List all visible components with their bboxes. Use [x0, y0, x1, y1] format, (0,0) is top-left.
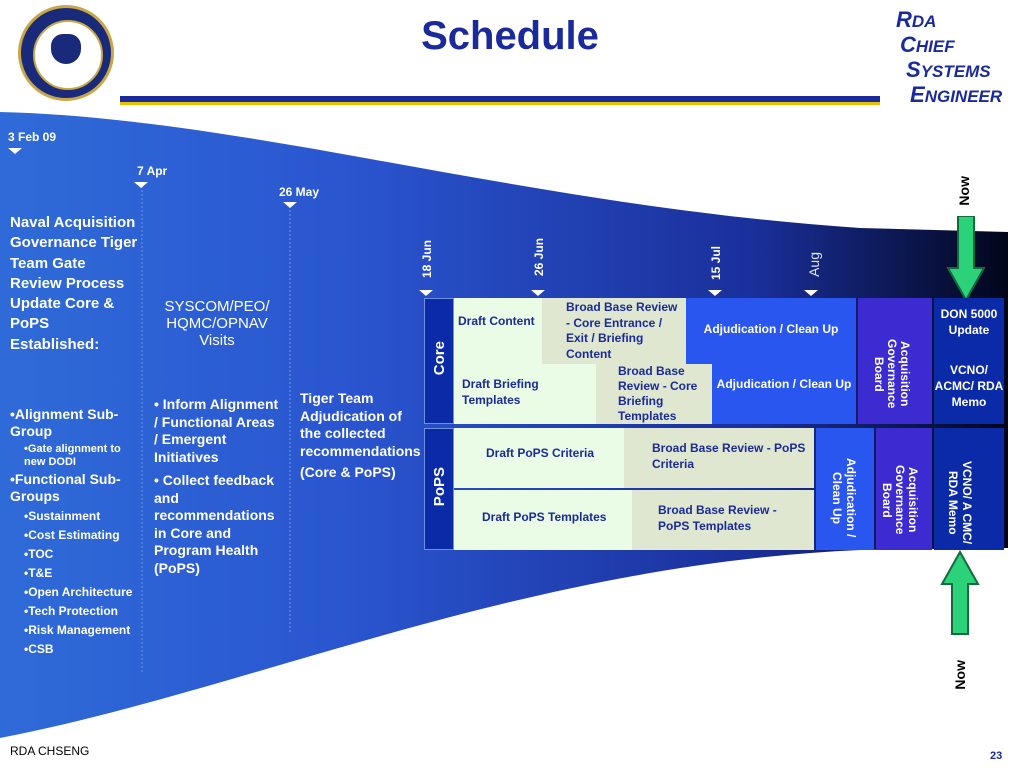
col2-bullet-collect: • Collect feedback and recommendations i…: [154, 472, 275, 576]
pops-draft-templates: Draft PoPS Templates: [454, 490, 632, 550]
pops-row-label: PoPS: [424, 428, 454, 550]
date-18-jun-marker: [419, 290, 433, 296]
core-adjudication-1: Adjudication / Clean Up: [686, 298, 856, 364]
date-aug: Aug: [806, 252, 822, 277]
col3-note: (Core & PoPS): [300, 464, 396, 480]
date-3-feb-marker: [8, 148, 22, 154]
title-rule-accent: [120, 102, 880, 105]
org-name: RDA CHIEF SYSTEMS ENGINEER: [896, 7, 1003, 107]
date-18-jun: 18 Jun: [420, 240, 434, 279]
date-aug-marker: [804, 290, 818, 296]
date-15-jul: 15 Jul: [709, 246, 723, 281]
functional-item: •Sustainment: [24, 509, 101, 523]
date-7-apr-marker: [134, 182, 148, 188]
functional-item: •Risk Management: [24, 623, 131, 637]
core-broad-base-briefing: Broad Base Review - Core Briefing Templa…: [596, 364, 712, 424]
col3-text: Tiger Team Adjudication of the collected…: [300, 390, 421, 459]
now-label-bottom: Now: [952, 660, 968, 690]
core-broad-base-review: Broad Base Review - Core Entrance / Exit…: [542, 298, 686, 364]
now-arrow-down: [946, 216, 986, 302]
date-26-may-marker: [283, 202, 297, 208]
date-26-jun-marker: [531, 290, 545, 296]
core-draft-content: Draft Content: [454, 298, 542, 364]
pops-adjudication: Adjudication / Clean Up: [816, 428, 874, 550]
functional-item: •T&E: [24, 566, 53, 580]
functional-subgroups: •Functional Sub-Groups: [10, 471, 121, 504]
pops-broad-base-templates: Broad Base Review - PoPS Templates: [632, 490, 814, 550]
alignment-subgroup-item: •Gate alignment to new DODI: [24, 443, 121, 468]
date-3-feb: 3 Feb 09: [8, 130, 57, 144]
core-acq-governance-board: Acquisition Governance Board: [858, 298, 932, 424]
pops-draft-criteria: Draft PoPS Criteria: [454, 428, 624, 488]
page-number: 23: [990, 750, 1003, 762]
eagle-icon: [51, 34, 81, 64]
core-don-5000: DON 5000 Update: [934, 298, 1004, 362]
title-rule: [120, 96, 880, 102]
functional-item: •Cost Estimating: [24, 528, 120, 542]
date-26-may: 26 May: [279, 185, 320, 199]
date-26-jun: 26 Jun: [532, 238, 546, 277]
col1-bullets: •Alignment Sub-Group •Gate alignment to …: [10, 406, 142, 659]
alignment-subgroup: •Alignment Sub-Group: [10, 406, 119, 439]
functional-item: •Open Architecture: [24, 585, 133, 599]
footer-org: RDA CHSENG: [10, 744, 90, 758]
pops-vcno-memo: VCNO/ A CMC/ RDA Memo: [934, 428, 1004, 550]
functional-item: •Tech Protection: [24, 604, 118, 618]
core-draft-briefing: Draft Briefing Templates: [454, 364, 596, 424]
core-row-label: Core: [424, 298, 454, 424]
col2-heading: SYSCOM/PEO/ HQMC/OPNAV Visits: [164, 298, 270, 349]
core-vcno-memo: VCNO/ ACMC/ RDA Memo: [934, 362, 1004, 424]
date-15-jul-marker: [708, 290, 722, 296]
page-title: Schedule: [421, 14, 599, 58]
pops-acq-governance-board: Acquisition Governance Board: [876, 428, 932, 550]
core-adjudication-2: Adjudication / Clean Up: [712, 364, 856, 424]
col1-heading: Naval Acquisition Governance Tiger Team …: [10, 214, 138, 353]
navy-seal-logo: [18, 5, 114, 101]
pops-broad-base-criteria: Broad Base Review - PoPS Criteria: [624, 428, 814, 488]
functional-item: •CSB: [24, 642, 54, 656]
now-label-top: Now: [956, 176, 972, 206]
date-7-apr: 7 Apr: [137, 164, 168, 178]
now-arrow-up: [940, 550, 980, 635]
col2-bullet-inform: • Inform Alignment / Functional Areas / …: [154, 396, 279, 465]
functional-item: •TOC: [24, 547, 54, 561]
